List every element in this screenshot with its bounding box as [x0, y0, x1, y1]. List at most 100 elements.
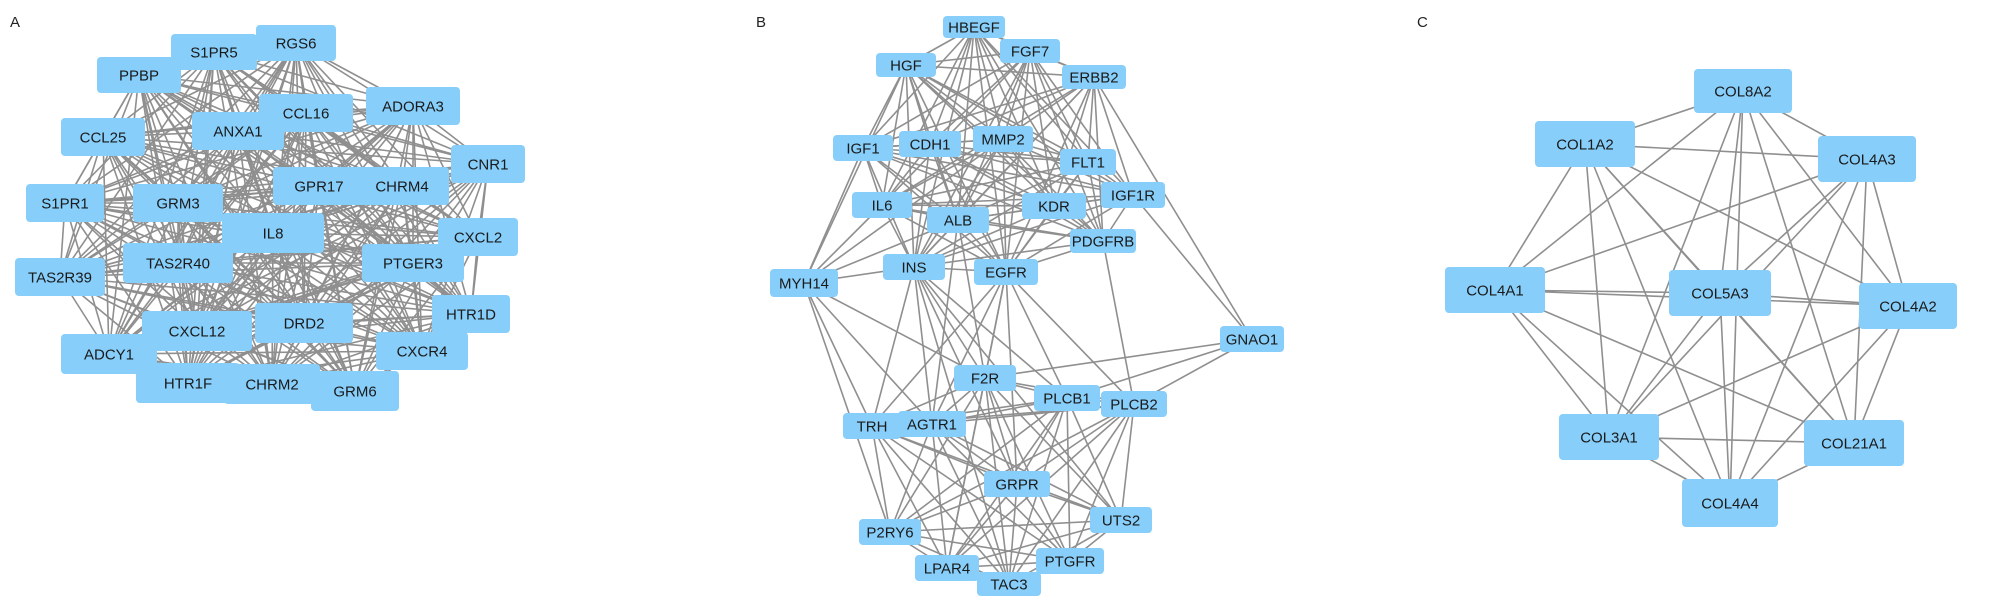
edge-ptger3-tas2r39: [59, 262, 414, 278]
edge-col4a1-col21a1: [1494, 289, 1855, 444]
node-box: [255, 303, 353, 343]
node-label: HGF: [890, 58, 922, 75]
node-drd2: DRD2: [255, 303, 353, 343]
node-box: [1034, 385, 1100, 411]
node-label: PLCB1: [1043, 391, 1091, 408]
node-adcy1: ADCY1: [61, 334, 157, 374]
edge-egfr-plcb1: [1005, 271, 1068, 399]
node-gpr17: GPR17: [273, 167, 365, 205]
edge-trh-ptgfr: [871, 425, 1071, 562]
node-grm6: GRM6: [311, 371, 399, 411]
node-ppbp: PPBP: [97, 57, 181, 93]
node-label: CCL16: [283, 106, 330, 123]
edge-myh14-agtr1: [803, 282, 933, 425]
edge-f2r-p2ry6: [889, 377, 986, 533]
node-box: [974, 259, 1038, 285]
node-box: [376, 332, 468, 370]
node-cxcr4: CXCR4: [376, 332, 468, 370]
edge-alb-f2r: [957, 219, 986, 379]
edge-plcb2-uts2: [1120, 403, 1135, 521]
node-fgf7: FGF7: [1000, 39, 1060, 63]
node-box: [1535, 121, 1635, 167]
node-box: [1022, 193, 1086, 219]
node-box: [883, 254, 945, 280]
edge-f2r-lpar4: [946, 377, 986, 569]
node-igf1: IGF1: [833, 135, 893, 161]
edge-fgf7-flt1: [1029, 50, 1089, 163]
node-box: [142, 311, 252, 351]
node-col4a4: COL4A4: [1682, 479, 1778, 527]
edge-plcb1-uts2: [1066, 397, 1122, 521]
node-f2r: F2R: [954, 365, 1016, 391]
node-col8a2: COL8A2: [1694, 69, 1792, 113]
node-label: ERBB2: [1069, 70, 1118, 87]
node-box: [915, 555, 979, 581]
node-box: [1669, 270, 1771, 316]
node-label: LPAR4: [924, 561, 970, 578]
panel-b-label: B: [756, 14, 766, 31]
edge-col4a1-col4a4: [1494, 289, 1731, 504]
edge-mmp2-ins: [913, 138, 1004, 268]
edge-hgf-myh14: [803, 64, 907, 284]
node-label: F2R: [971, 371, 1000, 388]
edge-col8a2-col21a1: [1742, 90, 1855, 444]
node-box: [1859, 283, 1957, 329]
edge-col4a1-col3a1: [1494, 289, 1610, 438]
node-label: CHRM2: [245, 377, 298, 394]
edge-grm3-cxcl2: [177, 202, 479, 238]
edge-myh14-p2ry6: [803, 282, 891, 533]
node-box: [1090, 507, 1152, 533]
node-label: HTR1D: [446, 307, 496, 324]
node-label: MMP2: [981, 132, 1024, 149]
edge-f2r-grpr: [984, 377, 1018, 485]
node-box: [1036, 548, 1104, 574]
node-col1a2: COL1A2: [1535, 121, 1635, 167]
edge-col4a3-col4a4: [1729, 158, 1868, 504]
node-box: [1694, 69, 1792, 113]
node-label: COL1A2: [1556, 137, 1614, 154]
edge-ptger3-grm6: [354, 262, 414, 392]
edge-plcb1-grpr: [1016, 397, 1068, 485]
edge-hbegf-mmp2: [973, 26, 1004, 140]
edge-hbegf-il6: [881, 26, 975, 206]
node-box: [859, 519, 921, 545]
node-ptgfr: PTGFR: [1036, 548, 1104, 574]
node-box: [843, 413, 901, 439]
node-il8: IL8: [222, 213, 324, 253]
node-box: [432, 295, 510, 333]
node-label: COL21A1: [1821, 436, 1887, 453]
node-box: [15, 258, 105, 296]
node-anxa1: ANXA1: [192, 112, 284, 150]
edge-col4a2-col3a1: [1608, 305, 1909, 438]
node-label: S1PR1: [41, 196, 89, 213]
node-label: IGF1: [846, 141, 879, 158]
edge-f2r-uts2: [984, 377, 1122, 521]
node-box: [770, 269, 838, 297]
node-tas2r39: TAS2R39: [15, 258, 105, 296]
node-label: PTGFR: [1045, 554, 1096, 571]
node-box: [61, 118, 145, 156]
node-p2ry6: P2RY6: [859, 519, 921, 545]
node-label: COL3A1: [1580, 430, 1638, 447]
node-box: [123, 243, 233, 283]
edge-ins-trh: [871, 266, 915, 427]
node-ins: INS: [883, 254, 945, 280]
node-label: P2RY6: [866, 525, 913, 542]
node-label: COL4A2: [1879, 299, 1937, 316]
node-box: [899, 131, 961, 157]
node-box: [1101, 391, 1167, 417]
node-erbb2: ERBB2: [1062, 65, 1126, 89]
node-box: [1445, 267, 1545, 313]
edge-col1a2-col4a1: [1494, 143, 1586, 291]
node-box: [136, 363, 240, 403]
node-label: IL6: [872, 198, 893, 215]
node-plcb1: PLCB1: [1034, 385, 1100, 411]
node-label: RGS6: [276, 36, 317, 53]
edge-col1a2-col4a4: [1584, 143, 1731, 504]
edge-igf1r-ins: [913, 194, 1134, 268]
edge-gnao1-f2r: [984, 338, 1253, 379]
panel-c-label: C: [1417, 14, 1428, 31]
edge-trh-lpar4: [871, 425, 948, 569]
